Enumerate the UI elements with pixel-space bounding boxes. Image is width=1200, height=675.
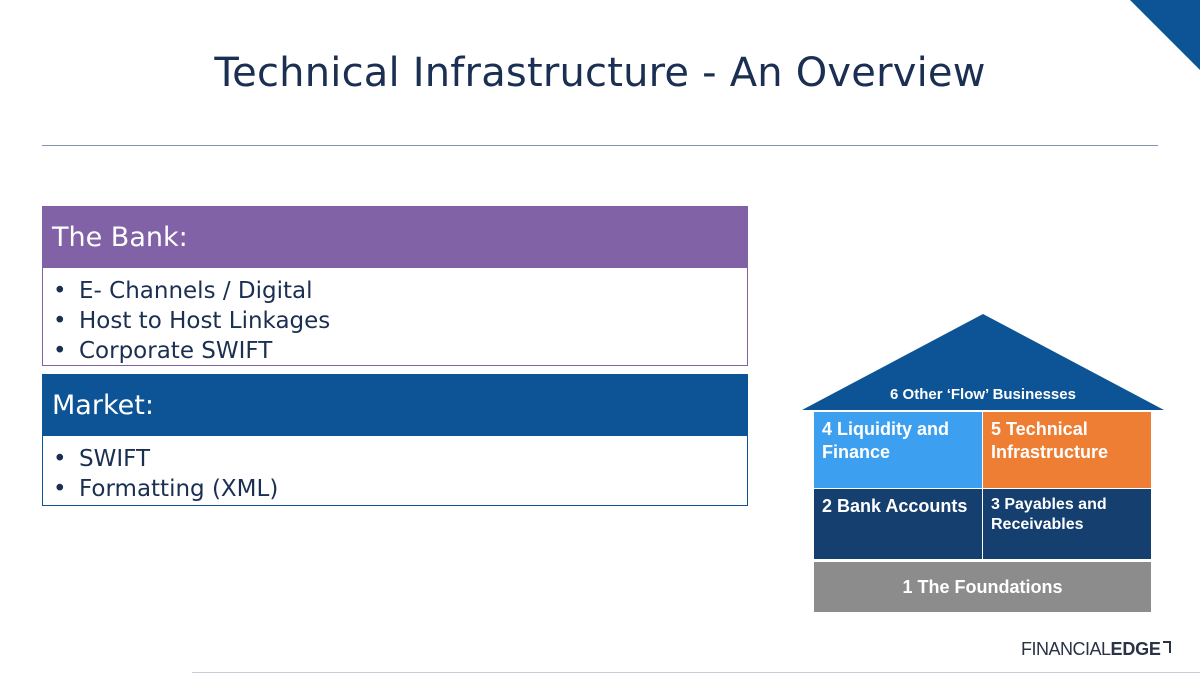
list-item: E- Channels / Digital	[51, 276, 747, 306]
list-item: Formatting (XML)	[51, 474, 747, 504]
bank-panel-heading: The Bank:	[42, 206, 748, 268]
bank-list: E- Channels / Digital Host to Host Linka…	[51, 276, 747, 366]
logo-text-bold: EDGE	[1110, 639, 1161, 659]
house-roof	[802, 314, 1164, 410]
market-panel-body: SWIFT Formatting (XML)	[42, 436, 748, 506]
logo-corner-icon	[1162, 641, 1171, 653]
financial-edge-logo: FINANCIAL EDGE	[1021, 632, 1172, 660]
foundations-block: 1 The Foundations	[814, 562, 1151, 612]
market-panel-heading: Market:	[42, 374, 748, 436]
list-item: Host to Host Linkages	[51, 306, 747, 336]
list-item: Corporate SWIFT	[51, 336, 747, 366]
liquidity-block: 4 Liquidity and Finance	[814, 412, 982, 488]
title-divider	[42, 145, 1158, 146]
footer-divider	[192, 672, 1200, 673]
list-item: SWIFT	[51, 444, 747, 474]
logo-text-light: FINANCIAL	[1021, 639, 1111, 659]
bank-accounts-block: 2 Bank Accounts	[814, 489, 982, 559]
bank-panel: The Bank: E- Channels / Digital Host to …	[42, 206, 748, 366]
slide-title: Technical Infrastructure - An Overview	[214, 50, 986, 96]
corner-accent	[1130, 0, 1200, 70]
market-list: SWIFT Formatting (XML)	[51, 444, 747, 504]
house-diagram: 6 Other ‘Flow’ Businesses 4 Liquidity an…	[800, 312, 1166, 616]
payables-block: 3 Payables and Receivables	[983, 489, 1151, 559]
roof-label: 6 Other ‘Flow’ Businesses	[890, 386, 1076, 403]
technical-infrastructure-block: 5 Technical Infrastructure	[983, 412, 1151, 488]
market-panel: Market: SWIFT Formatting (XML)	[42, 374, 748, 506]
bank-panel-body: E- Channels / Digital Host to Host Linka…	[42, 268, 748, 366]
